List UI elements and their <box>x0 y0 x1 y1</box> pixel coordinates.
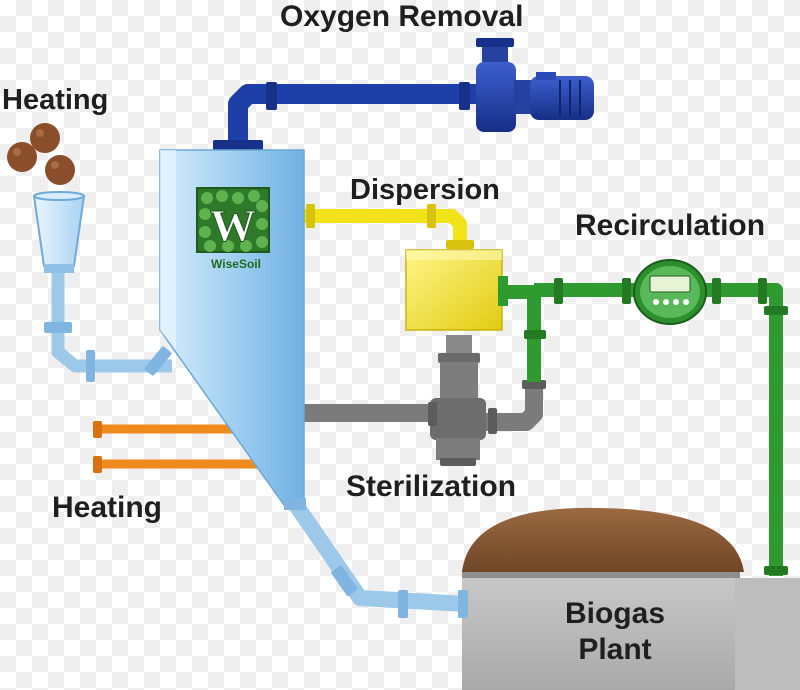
label-biogas-plant: Biogas Plant <box>540 596 690 668</box>
biogas-plant <box>462 507 800 690</box>
meter-button-icon <box>683 299 689 305</box>
label-heating-feed: Heating <box>2 84 109 116</box>
digestate-dome <box>462 507 744 572</box>
feed-pellets <box>7 123 75 185</box>
dispersion-pipe <box>300 209 467 248</box>
brand-name: WiseSoil <box>211 257 261 271</box>
dispersion-unit <box>405 249 508 331</box>
outlet-pipe <box>289 500 467 612</box>
label-heating-rods: Heating <box>52 491 163 524</box>
oxygen-pipe <box>228 84 488 150</box>
meter-button-icon <box>653 299 659 305</box>
recirculation-line <box>500 283 783 576</box>
feed-line <box>51 270 172 373</box>
label-dispersion: Dispersion <box>350 174 500 206</box>
label-biogas-line2: Plant <box>578 633 652 666</box>
sterilization-unit <box>428 335 546 466</box>
biogas-tank-side <box>735 578 800 690</box>
feed-hopper <box>32 191 86 273</box>
label-recirculation: Recirculation <box>575 209 766 242</box>
feed-pipe <box>51 270 172 373</box>
vacuum-pump <box>476 38 594 132</box>
label-oxygen-removal: Oxygen Removal <box>280 0 524 33</box>
oxygen-removal-line <box>228 84 488 150</box>
logo-letter: W <box>210 200 256 251</box>
flow-meter <box>633 259 707 325</box>
feed-flange <box>44 322 72 333</box>
pellet-icon <box>45 155 75 185</box>
biogas-tank <box>462 572 740 690</box>
pellet-icon <box>7 142 37 172</box>
meter-button-icon <box>673 299 679 305</box>
dispersion-line <box>300 209 467 248</box>
pellet-icon <box>30 123 60 153</box>
meter-display <box>649 275 691 293</box>
sterilization-line <box>304 386 543 431</box>
heating-rods <box>93 421 267 473</box>
outlet-line <box>289 500 467 612</box>
label-biogas-line1: Biogas <box>564 597 666 630</box>
meter-button-icon <box>663 299 669 305</box>
label-sterilization: Sterilization <box>346 470 517 503</box>
wisesoil-logo: W <box>196 187 270 253</box>
